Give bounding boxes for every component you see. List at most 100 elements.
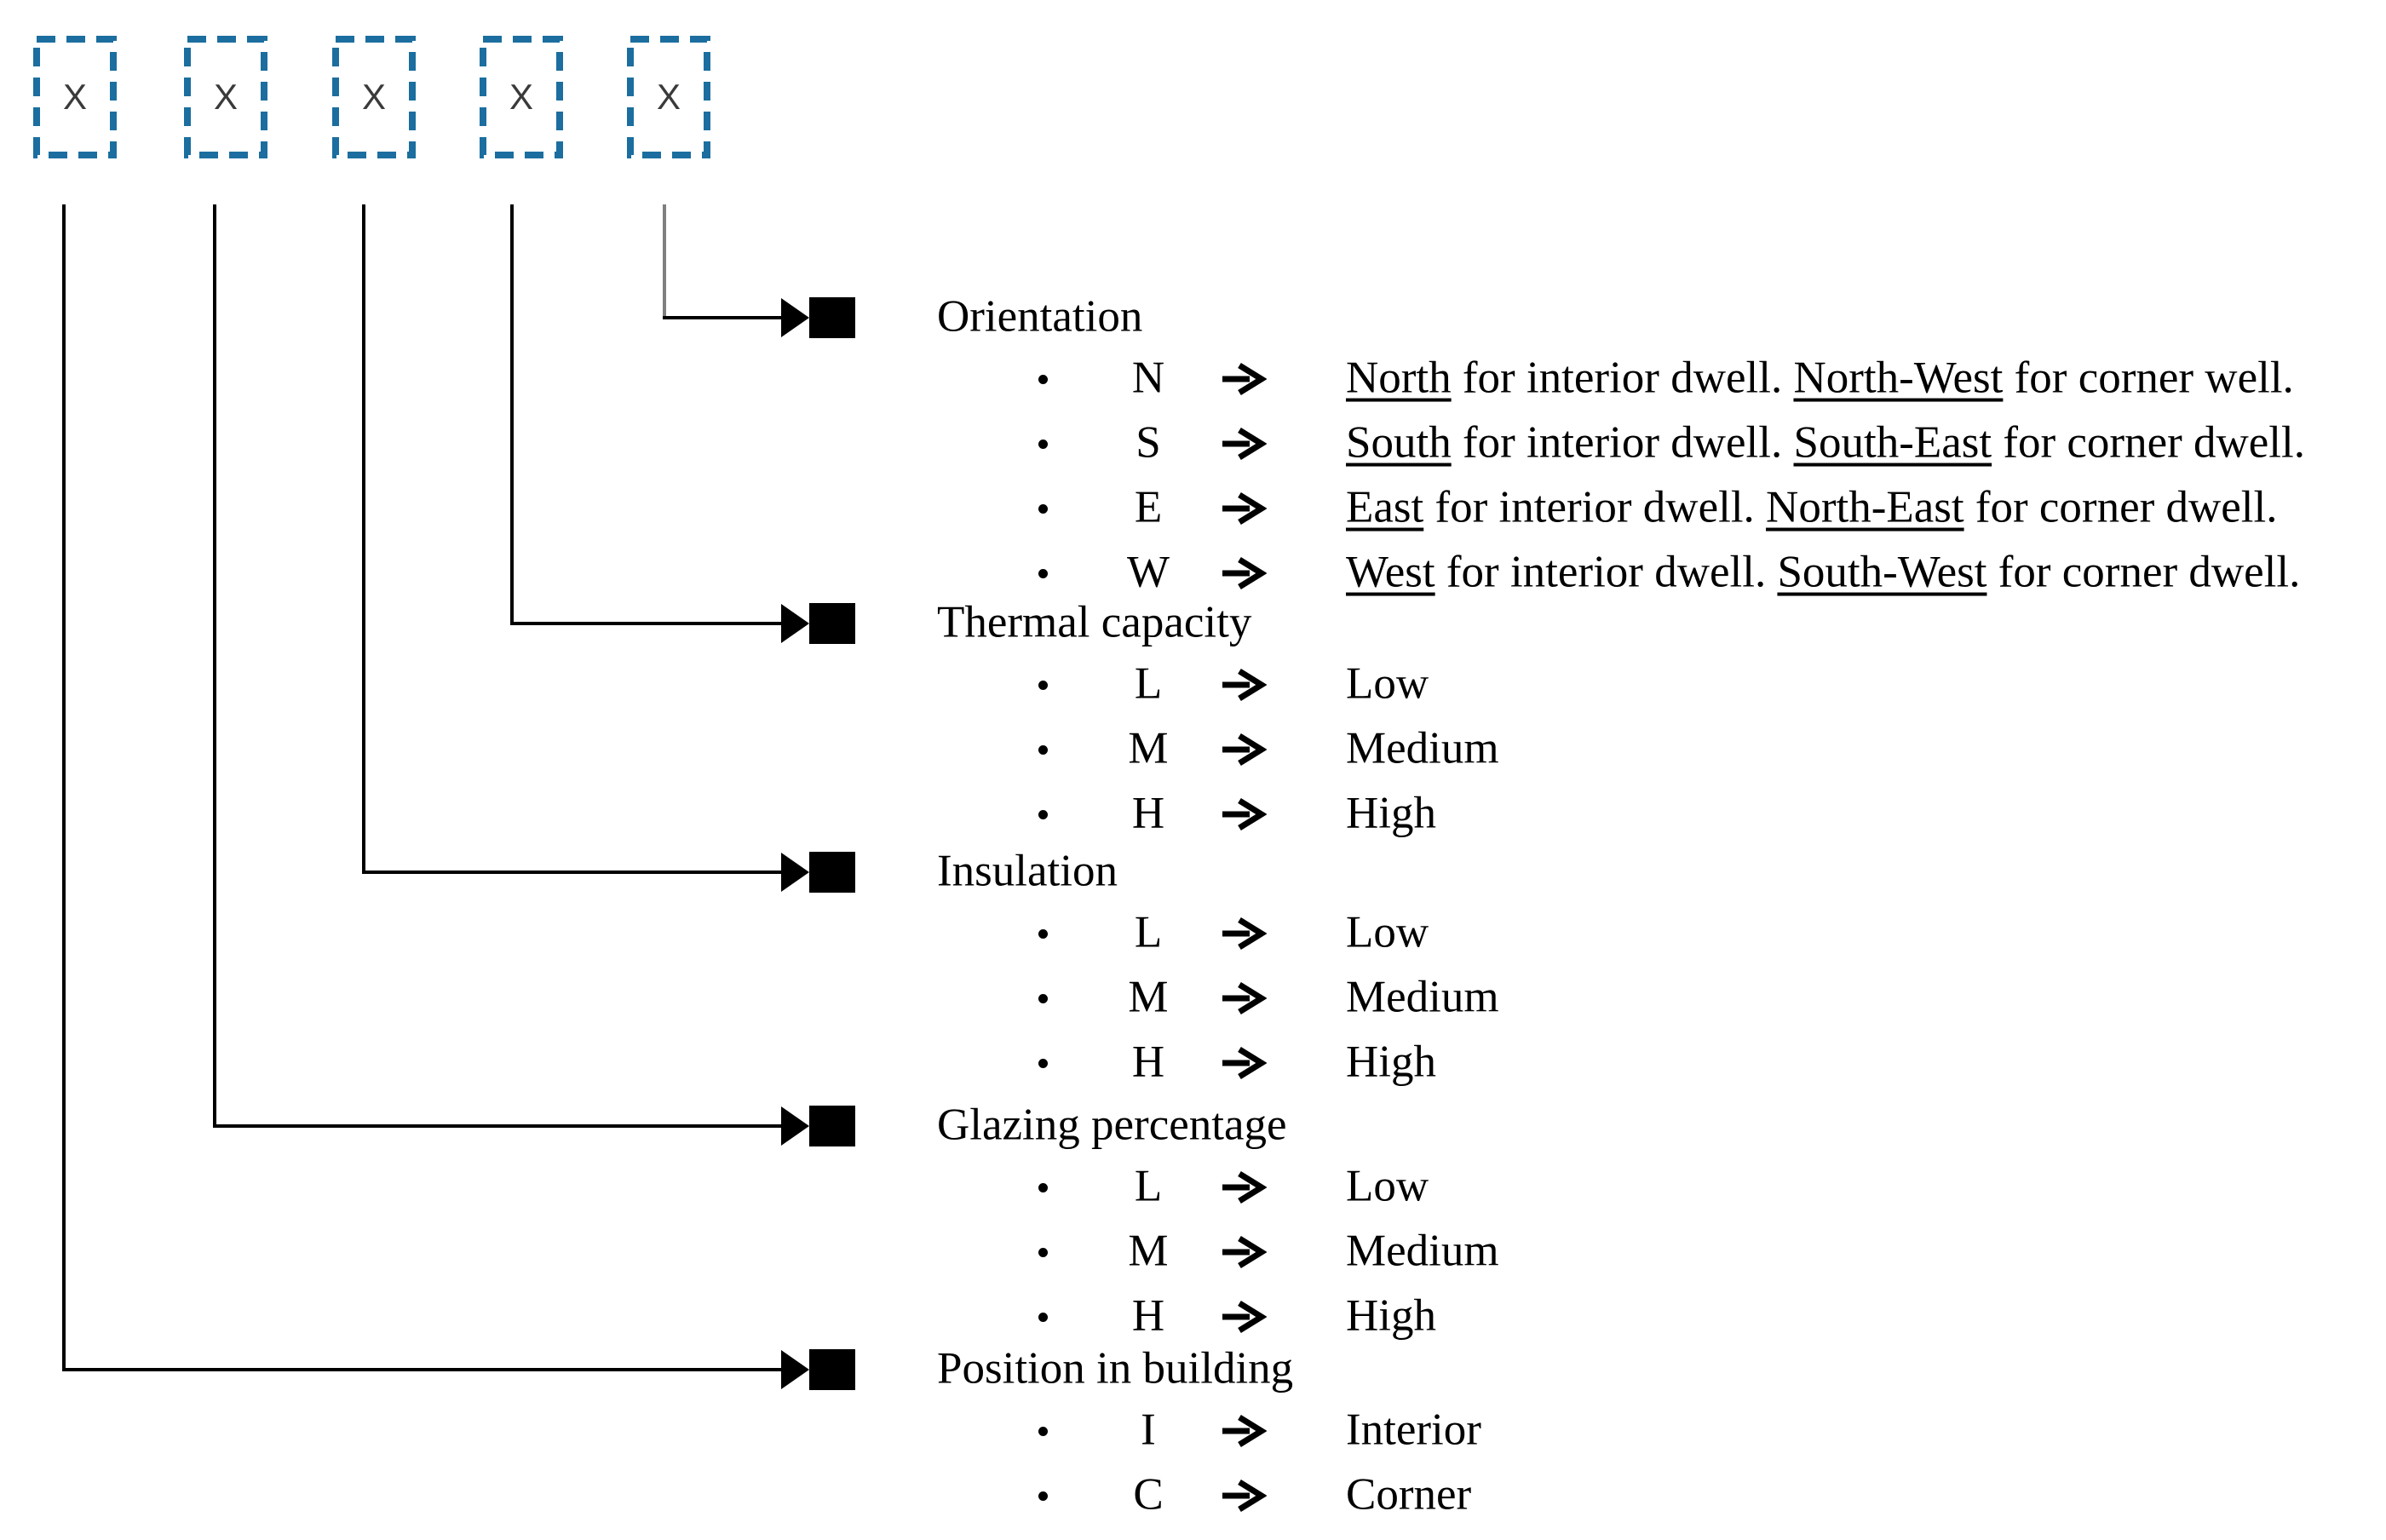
item-code: L [1134, 907, 1163, 957]
description-underlined-text: South-East [1793, 417, 1992, 468]
bullet-icon [1038, 681, 1048, 690]
bullet-icon [1038, 1248, 1048, 1257]
right-arrow-icon [1221, 1170, 1267, 1204]
item-description: High [1346, 1034, 1436, 1090]
bullet-icon [1038, 440, 1048, 449]
right-arrow-icon [1221, 491, 1267, 526]
connector-line-vertical [213, 204, 216, 1128]
bullet-icon [1038, 1183, 1048, 1192]
connector-line-horizontal [213, 1124, 781, 1128]
arrowhead-icon [781, 1350, 809, 1389]
item-description: East for interior dwell. North-East for … [1346, 480, 2278, 536]
bullet-icon [1038, 1491, 1048, 1501]
connector-line-vertical [663, 204, 666, 319]
item-code: L [1134, 1161, 1163, 1211]
item-description: Medium [1346, 1223, 1499, 1279]
right-arrow-icon [1221, 797, 1267, 831]
code-placeholder-box: X [627, 36, 710, 158]
connector-line-horizontal [362, 871, 781, 874]
description-text: High [1346, 1290, 1436, 1341]
description-text: Medium [1346, 1226, 1499, 1276]
connector-line-horizontal [510, 622, 781, 625]
bullet-icon [1038, 994, 1048, 1003]
item-code: M [1128, 972, 1169, 1022]
right-arrow-icon [1221, 362, 1267, 396]
description-underlined-text: East [1346, 482, 1424, 532]
description-underlined-text: North [1346, 353, 1452, 403]
description-text: for corner dwell. [1992, 417, 2306, 468]
item-description: Corner [1346, 1467, 1471, 1523]
terminal-square-icon [809, 1106, 855, 1146]
terminal-square-icon [809, 297, 855, 338]
right-arrow-icon [1221, 1235, 1267, 1269]
dashed-border-icon [33, 36, 117, 158]
placeholder-x-label: X [509, 77, 533, 117]
code-placeholder-box: X [33, 36, 117, 158]
bullet-icon [1038, 929, 1048, 939]
item-code: H [1131, 788, 1165, 838]
item-code: I [1141, 1405, 1156, 1455]
section-title: Orientation [937, 291, 1143, 342]
bullet-icon [1038, 569, 1048, 578]
code-placeholder-box: X [332, 36, 416, 158]
placeholder-x-label: X [213, 77, 238, 117]
bullet-icon [1038, 810, 1048, 819]
right-arrow-icon [1221, 917, 1267, 951]
item-code: H [1131, 1290, 1165, 1341]
right-arrow-icon [1221, 1046, 1267, 1080]
connector-line-vertical [62, 204, 66, 1371]
item-code: W [1126, 547, 1170, 597]
description-underlined-text: West [1346, 547, 1435, 597]
item-description: South for interior dwell. South-East for… [1346, 415, 2305, 471]
connector-line-vertical [362, 204, 365, 874]
connector-line-vertical [510, 204, 514, 625]
description-text: for interior dwell. [1423, 482, 1767, 532]
item-code: H [1131, 1037, 1165, 1087]
description-underlined-text: North-West [1793, 353, 2004, 403]
placeholder-x-label: X [62, 77, 87, 117]
description-text: for corner dwell. [1986, 547, 2301, 597]
item-description: North for interior dwell. North-West for… [1346, 350, 2294, 406]
item-description: Low [1346, 905, 1429, 961]
item-description: High [1346, 785, 1436, 842]
item-description: Low [1346, 1158, 1429, 1215]
arrowhead-icon [781, 298, 809, 337]
terminal-square-icon [809, 603, 855, 644]
bullet-icon [1038, 745, 1048, 755]
connector-line-horizontal [663, 316, 781, 319]
description-text: High [1346, 1037, 1436, 1087]
item-code: L [1134, 658, 1163, 709]
arrowhead-icon [781, 853, 809, 892]
description-text: for interior dwell. [1451, 417, 1794, 468]
dashed-border-icon [480, 36, 563, 158]
dashed-border-icon [184, 36, 267, 158]
right-arrow-icon [1221, 981, 1267, 1015]
item-description: Interior [1346, 1402, 1481, 1458]
code-placeholder-box: X [480, 36, 563, 158]
dashed-border-icon [627, 36, 710, 158]
item-code: M [1128, 1226, 1169, 1276]
bullet-icon [1038, 1059, 1048, 1068]
item-description: High [1346, 1288, 1436, 1344]
connector-line-horizontal [62, 1368, 781, 1371]
right-arrow-icon [1221, 427, 1267, 461]
dashed-border-icon [332, 36, 416, 158]
bullet-icon [1038, 375, 1048, 384]
description-text: Low [1346, 1161, 1429, 1211]
description-text: Corner [1346, 1469, 1472, 1520]
section-title: Glazing percentage [937, 1100, 1287, 1150]
right-arrow-icon [1221, 1300, 1267, 1334]
bullet-icon [1038, 1313, 1048, 1322]
item-description: West for interior dwell. South-West for … [1346, 544, 2300, 600]
description-text: Medium [1346, 723, 1499, 773]
item-code: S [1136, 417, 1161, 468]
right-arrow-icon [1221, 1414, 1267, 1448]
bullet-icon [1038, 1427, 1048, 1436]
placeholder-x-label: X [361, 77, 386, 117]
terminal-square-icon [809, 852, 855, 893]
description-text: Medium [1346, 972, 1499, 1022]
description-underlined-text: South-West [1777, 547, 1987, 597]
arrowhead-icon [781, 604, 809, 643]
item-description: Medium [1346, 969, 1499, 1026]
